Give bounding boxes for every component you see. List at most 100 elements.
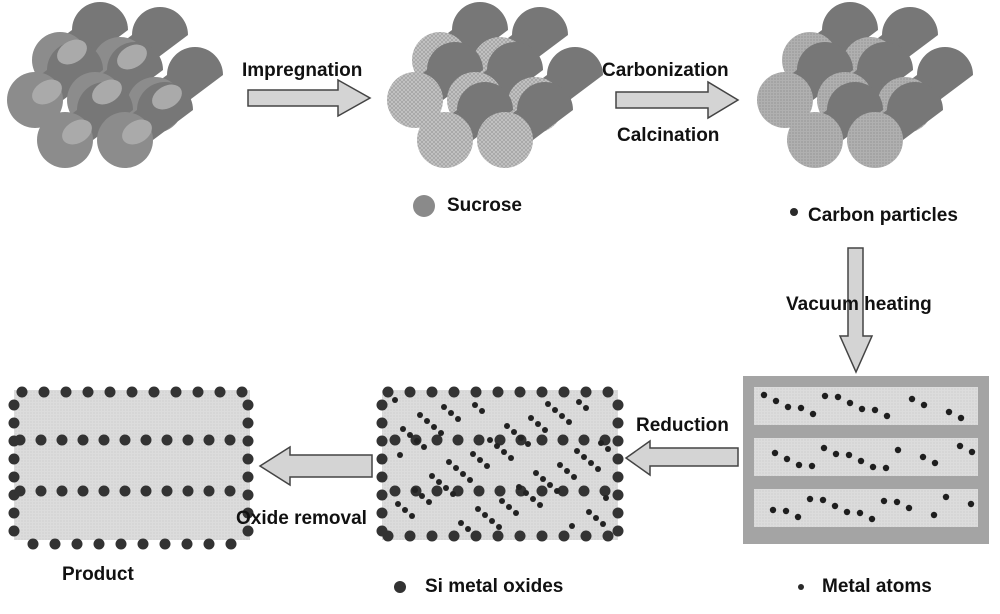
metal-atom-dot — [857, 457, 865, 465]
metal-atom-dot — [397, 452, 403, 458]
oxide-dot — [242, 399, 254, 411]
label-sucrose: Sucrose — [447, 195, 522, 216]
metal-atom-dot — [858, 405, 866, 413]
metal-atom-dot — [784, 403, 792, 411]
oxide-dot — [580, 386, 592, 398]
metal-atom-dot — [564, 468, 570, 474]
metal-atom-dot — [834, 393, 842, 401]
oxide-dot — [448, 530, 460, 542]
oxide-dot — [182, 434, 194, 446]
oxide-dot — [612, 435, 624, 447]
metal-atom-dot — [605, 446, 611, 452]
label-si-metal-oxides: Si metal oxides — [425, 576, 564, 597]
cylinder-highlight — [57, 39, 87, 65]
label-vacuum-heating: Vacuum heating — [786, 294, 932, 315]
oxide-dot — [557, 434, 569, 446]
metal-atom-dot — [508, 455, 514, 461]
oxide-dot — [242, 417, 254, 429]
metal-atom-dot — [518, 435, 524, 441]
oxide-dot — [612, 507, 624, 519]
oxide-dot — [404, 530, 416, 542]
metal-atom-dot — [856, 509, 864, 517]
metal-atom-dot — [446, 459, 452, 465]
oxide-dot — [119, 485, 131, 497]
metal-atom-dot — [809, 410, 817, 418]
oxide-dot — [452, 434, 464, 446]
metal-atom-dot — [871, 406, 879, 414]
metal-atom-dot — [843, 508, 851, 516]
cylinder-highlight — [152, 84, 182, 110]
oxide-dot — [494, 485, 506, 497]
cylinder-highlight — [32, 79, 62, 105]
metal-atom-dot — [494, 443, 500, 449]
metal-atom-dot — [967, 500, 975, 508]
oxide-dot — [376, 525, 388, 537]
metal-atom-dot — [603, 495, 609, 501]
metal-atom-dot — [782, 507, 790, 515]
metal-atom-dot — [458, 520, 464, 526]
oxide-dot — [8, 471, 20, 483]
oxide-dot — [242, 489, 254, 501]
cylinder-highlight — [122, 119, 152, 145]
metal-atom-dot — [559, 413, 565, 419]
metal-atom-dot — [880, 497, 888, 505]
metal-atom-dot — [489, 518, 495, 524]
arrow-impregnation-icon — [247, 78, 372, 118]
oxide-dot — [426, 386, 438, 398]
cylinder-face — [417, 112, 473, 168]
metal-atom-dot — [453, 465, 459, 471]
oxide-dot — [426, 530, 438, 542]
metal-atom-dot — [402, 507, 408, 513]
metal-atom-dot — [477, 457, 483, 463]
oxide-dot — [49, 538, 61, 550]
metal-atom-dot — [595, 466, 601, 472]
metal-atom-dot — [501, 449, 507, 455]
oxide-dot — [126, 386, 138, 398]
metal-atom-dot — [795, 461, 803, 469]
metal-atom-dot — [600, 521, 606, 527]
oxide-dot — [599, 485, 611, 497]
metal-atom-dot — [566, 419, 572, 425]
metal-atom-dot — [956, 442, 964, 450]
oxide-dot — [612, 453, 624, 465]
metal-atom-dot — [460, 471, 466, 477]
metal-atom-dot — [593, 515, 599, 521]
metal-atom-dot — [808, 462, 816, 470]
oxide-dot — [203, 538, 215, 550]
metal-atom-dot — [496, 524, 502, 530]
oxide-dot — [214, 386, 226, 398]
metal-atom-dot — [448, 410, 454, 416]
metal-atom-dot — [431, 424, 437, 430]
arrow-carbonization-icon — [615, 80, 740, 120]
metal-atom-dot — [894, 446, 902, 454]
oxide-dot — [98, 434, 110, 446]
oxide-dot — [56, 485, 68, 497]
metal-atom-dot — [419, 493, 425, 499]
oxide-dot — [376, 507, 388, 519]
si-metal-oxides-legend-icon — [394, 581, 406, 593]
metal-atom-dot — [931, 459, 939, 467]
metal-atom-dot — [438, 430, 444, 436]
label-oxide-removal: Oxide removal — [236, 508, 367, 529]
oxide-dot — [536, 434, 548, 446]
metal-atom-dot — [797, 404, 805, 412]
metal-atom-dot — [831, 502, 839, 510]
oxide-dot — [8, 399, 20, 411]
oxide-dot — [376, 435, 388, 447]
arrow-vacuum-heating-icon — [838, 247, 874, 374]
oxide-dot — [431, 434, 443, 446]
oxide-dot — [612, 489, 624, 501]
oxide-dot — [612, 417, 624, 429]
metal-atom-dot — [395, 501, 401, 507]
metal-atom-dot — [535, 421, 541, 427]
metal-atom-dot — [429, 473, 435, 479]
metal-atom-dot — [920, 401, 928, 409]
label-carbonization: Carbonization — [602, 60, 729, 81]
label-impregnation: Impregnation — [242, 60, 363, 81]
cylinder-highlight — [62, 119, 92, 145]
cylinder-face — [847, 112, 903, 168]
oxide-dot — [60, 386, 72, 398]
metal-atom-dot — [443, 485, 449, 491]
metal-atom-dot — [769, 506, 777, 514]
metal-atom-dot — [832, 450, 840, 458]
